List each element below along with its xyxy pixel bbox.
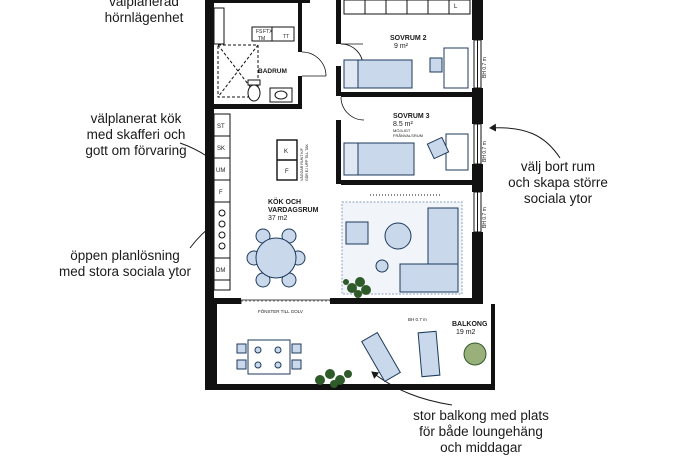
cabinet-label: ST [217,124,225,130]
kitchen-cabinets [213,113,231,291]
bh-label: BH 0.7 m [482,141,488,162]
wardrobe-label: L [454,4,458,10]
bathroom: FS FTX TM TT [213,7,295,103]
callout-rooms: välj bort rum och skapa större sociala y… [493,159,623,207]
callout-line: välplanerad [109,0,179,9]
kitchen-area: 37 m2 [268,215,288,222]
windows [473,39,482,233]
bedroom2-area: 9 m² [394,43,409,50]
kitchen-label: KÖK OCH [268,197,301,206]
cabinet-label: UM [216,168,225,174]
island-k-label: K [284,149,288,155]
bh-label: BH 0.7 m [408,317,427,322]
balcony-loungers [361,330,441,383]
callout-line: för både loungehäng [419,424,543,439]
callout-line: med skafferi och [86,127,186,142]
kitchen-label: VARDAGSRUM [268,207,319,214]
bath-fs-label: FS [256,29,263,35]
island-note: VÄGGAR RUNT K/F [300,147,304,181]
bath-tm-label: TM [258,36,265,42]
callout-line: och skapa större [508,175,608,190]
bath-tt-label: TT [283,34,289,40]
callout-balcony: stor balkong med plats för både loungehä… [396,408,566,456]
callout-line: med stora sociala ytor [58,264,192,279]
bedroom3-note: FRÅNVALSRUM [393,133,423,138]
balcony-tree [463,342,487,366]
callout-line: sociala ytor [523,191,593,206]
bedroom3-area: 8.5 m² [393,121,414,128]
bedroom3-note: MÖJLIGT [393,128,411,133]
bathroom-door [301,51,327,77]
living-plant [343,277,371,298]
window-floor-label: FÖNSTER TILL GOLV [258,308,303,314]
cabinet-label: F [219,190,223,196]
bedroom3-door [340,96,365,121]
bedroom2-bed [343,59,413,89]
living-room-furniture [341,194,463,295]
bh-label: BH 0.7 m [482,207,488,228]
bedroom2-desk [429,47,469,89]
walls [205,0,495,390]
arrow-balcony [371,371,453,406]
balcony-plants [315,369,352,388]
balcony-dining-set [236,339,302,375]
callout-line: välj bort rum [520,159,596,174]
bathroom-label: BADRUM [258,68,287,75]
callout-corner-apartment: välplanerad hörnlägenhet [84,0,204,26]
callout-kitchen: välplanerat kök med skafferi och gott om… [66,111,206,159]
callout-line: välplanerat kök [90,111,182,126]
bedroom3-desk [426,133,469,171]
cabinet-label: SK [217,146,225,152]
island-f-label: F [285,169,289,175]
bedroom3-label: SOVRUM 3 [393,113,430,120]
balcony-label: BALKONG [452,321,488,328]
callout-line: och middagar [440,440,522,455]
callout-line: gott om förvaring [85,143,187,158]
kitchen-island [276,139,298,181]
bh-label: BH 0.7 m [482,57,488,78]
dining-table [246,228,306,288]
bedroom3-bed [343,142,415,176]
balcony-area: 19 m2 [456,329,476,336]
callout-open-plan: öppen planlösning med stora sociala ytor [40,248,210,280]
wardrobes: L [343,0,471,15]
bedroom2-label: SOVRUM 2 [390,35,427,42]
arrow-rooms [489,123,561,159]
callout-line: hörnlägenhet [104,10,184,25]
callout-line: stor balkong med plats [413,408,549,423]
cabinet-label: DM [216,268,225,274]
callout-line: öppen planlösning [70,248,180,263]
bath-ftx-label: FTX [263,29,273,35]
island-note: GÅR EJ UPP TILL TAK [304,143,309,181]
